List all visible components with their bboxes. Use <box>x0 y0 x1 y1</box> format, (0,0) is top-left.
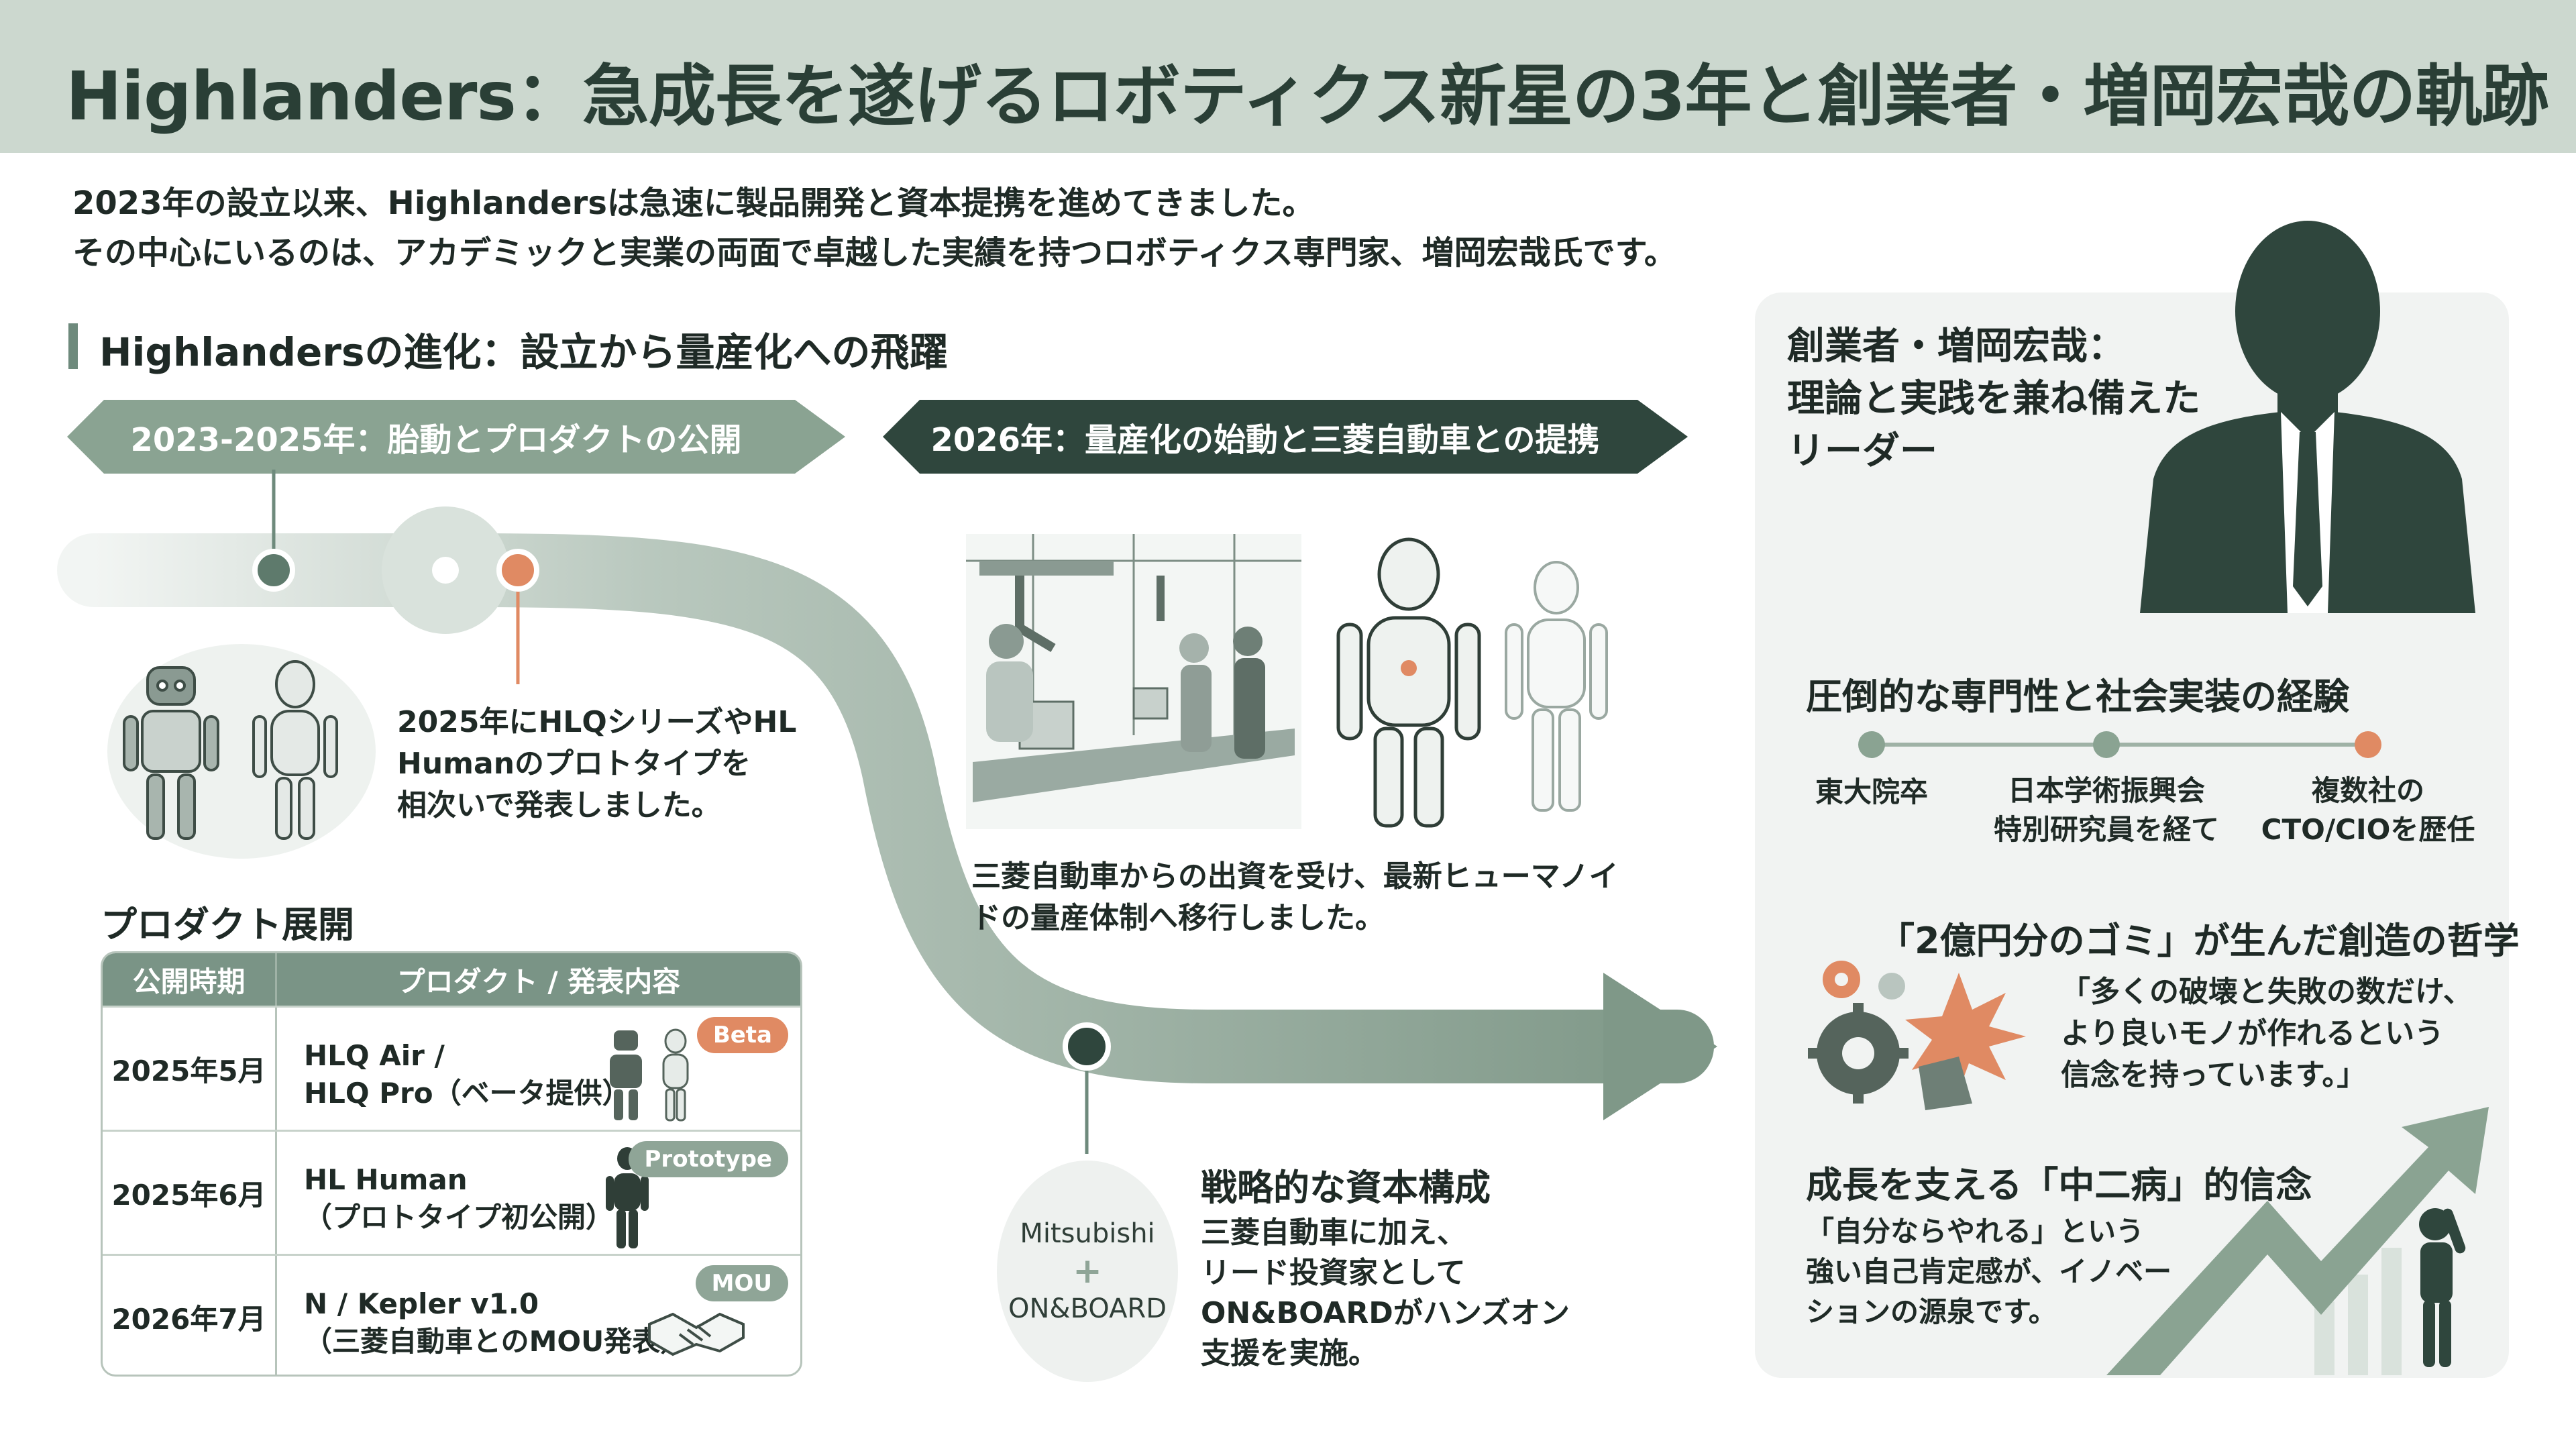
factory-illustration <box>966 534 1608 829</box>
milestone-1: 東大院卒 <box>1811 771 1932 813</box>
row-product-line-1: N / Kepler v1.0 <box>304 1287 539 1320</box>
belief-heading: 成長を支える「中二病」的信念 <box>1806 1164 2312 1206</box>
philosophy-heading: 「2億円分のゴミ」が生んだ創造の哲学 <box>1878 920 2520 962</box>
row-date: 2025年6月 <box>103 1132 277 1254</box>
founder-title-line-3: リーダー <box>1787 429 1937 473</box>
row-product: HLQ Air / HLQ Pro（ベータ提供） <box>277 1008 800 1130</box>
robots-illustration-2025 <box>107 644 376 859</box>
founder-title-line-1: 創業者・増岡宏哉： <box>1787 325 2125 368</box>
milestone-2: 日本学術振興会 特別研究員を経て <box>1972 771 2241 849</box>
philosophy-line-1: 「多くの破壊と失敗の数だけ、 <box>2061 975 2473 1009</box>
milestone-1-line-1: 東大院卒 <box>1815 775 1928 808</box>
capital-partner-2: ON&BOARD <box>1008 1293 1167 1324</box>
capital-line-1: 三菱自動車に加え、 <box>1201 1216 1466 1250</box>
note-2026: 三菱自動車からの出資を受け、最新ヒューマノイ ドの量産体制へ移行しました。 <box>971 856 1618 939</box>
capital-partner-1: Mitsubishi <box>1020 1218 1155 1249</box>
phase-1-arrow: 2023-2025年：胎動とプロダクトの公開 <box>67 400 845 474</box>
beta-badge: Beta <box>696 1017 788 1053</box>
growth-arrow-icon <box>2106 1107 2489 1375</box>
row-date: 2025年5月 <box>103 1008 277 1130</box>
capital-circle: Mitsubishi + ON&BOARD <box>997 1161 1178 1382</box>
row-product-line-2: （プロトタイプ初公開） <box>304 1201 614 1234</box>
note-2025-line-2: Humanのプロトタイプを <box>397 747 751 781</box>
column-header-product: プロダクト / 発表内容 <box>396 965 681 998</box>
row-product-line-1: HLQ Air / <box>304 1039 445 1072</box>
capital-line-2: リード投資家として <box>1201 1256 1466 1290</box>
capital-line-4: 支援を実施。 <box>1201 1336 1378 1371</box>
philosophy-line-3: 信念を持っています。」 <box>2061 1058 2367 1092</box>
row-date: 2026年7月 <box>103 1256 277 1375</box>
mou-badge: MOU <box>695 1265 788 1301</box>
note-2025-line-3: 相次いで発表しました。 <box>397 788 721 822</box>
milestone-3: 複数社の CTO/CIOを歴任 <box>2247 771 2489 849</box>
phase-1-label: 2023-2025年：胎動とプロダクトの公開 <box>130 421 742 459</box>
products-heading: プロダクト展開 <box>101 904 354 946</box>
capital-plus: + <box>1073 1251 1102 1291</box>
capital-heading: 戦略的な資本構成 <box>1201 1167 1491 1209</box>
prototype-badge: Prototype <box>628 1141 788 1177</box>
milestone-3-line-2: CTO/CIOを歴任 <box>2261 813 2475 846</box>
belief-text: 「自分ならやれる」という 強い自己肯定感が、イノベー ションの源泉です。 <box>1806 1212 2171 1332</box>
belief-line-3: ションの源泉です。 <box>1806 1295 2057 1328</box>
page-title: Highlanders：急成長を遂げるロボティクス新星の3年と創業者・増岡宏哉の… <box>66 57 2549 136</box>
belief-line-2: 強い自己肯定感が、イノベー <box>1806 1255 2172 1288</box>
phase-2-label: 2026年：量産化の始動と三菱自動車との提携 <box>930 421 1600 459</box>
founder-silhouette-icon <box>2140 221 2475 613</box>
milestone-3-line-1: 複数社の <box>2311 774 2424 807</box>
milestone-2-line-2: 特別研究員を経て <box>1993 813 2219 846</box>
capital-description: 三菱自動車に加え、 リード投資家として ON&BOARDがハンズオン 支援を実施… <box>1201 1213 1570 1374</box>
founder-title-line-2: 理論と実践を兼ね備えた <box>1787 377 2200 421</box>
row-product: HL Human （プロトタイプ初公開） <box>277 1132 800 1254</box>
row-product-line-2: （三菱自動車とのMOU発表） <box>304 1325 689 1358</box>
founder-title: 創業者・増岡宏哉： 理論と実践を兼ね備えた リーダー <box>1787 321 2200 478</box>
expertise-timeline <box>1858 731 2381 758</box>
row-product: N / Kepler v1.0 （三菱自動車とのMOU発表） <box>277 1256 800 1375</box>
column-header-date: 公開時期 <box>103 953 277 1006</box>
belief-line-1: 「自分ならやれる」という <box>1806 1215 2145 1248</box>
table-row: 2026年7月 N / Kepler v1.0 （三菱自動車とのMOU発表） M… <box>103 1254 800 1375</box>
philosophy-line-2: より良いモノが作れるという <box>2061 1016 2445 1051</box>
phase-2-arrow: 2026年：量産化の始動と三菱自動車との提携 <box>883 400 1688 474</box>
note-2025-line-1: 2025年にHLQシリーズやHL <box>397 705 797 739</box>
capital-line-3: ON&BOARDがハンズオン <box>1201 1296 1570 1330</box>
table-row: 2025年6月 HL Human （プロトタイプ初公開） Prototype <box>103 1130 800 1254</box>
note-2025: 2025年にHLQシリーズやHL Humanのプロトタイプを 相次いで発表しまし… <box>397 702 796 826</box>
philosophy-quote: 「多くの破壊と失敗の数だけ、 より良いモノが作れるという 信念を持っています。」 <box>2061 971 2473 1096</box>
note-2026-line-2: ドの量産体制へ移行しました。 <box>971 901 1385 935</box>
note-2026-line-1: 三菱自動車からの出資を受け、最新ヒューマノイ <box>971 859 1619 894</box>
intro-text: 2023年の設立以来、Highlandersは急速に製品開発と資本提携を進めてき… <box>72 178 1676 278</box>
table-row: 2025年5月 HLQ Air / HLQ Pro（ベータ提供） Beta <box>103 1006 800 1130</box>
table-header: 公開時期 プロダクト / 発表内容 <box>103 953 800 1006</box>
humanoid-icon <box>606 1147 649 1248</box>
handshake-icon <box>648 1312 745 1356</box>
intro-line-1: 2023年の設立以来、Highlandersは急速に製品開発と資本提携を進めてき… <box>72 184 1315 222</box>
products-table: 公開時期 プロダクト / 発表内容 2025年5月 HLQ Air / HLQ … <box>101 951 802 1377</box>
robot-icon <box>610 1028 689 1122</box>
header-banner: Highlanders：急成長を遂げるロボティクス新星の3年と創業者・増岡宏哉の… <box>0 0 2576 153</box>
expertise-heading: 圧倒的な専門性と社会実装の経験 <box>1806 676 2349 718</box>
intro-line-2: その中心にいるのは、アカデミックと実業の両面で卓越した実績を持つロボティクス専門… <box>72 234 1676 272</box>
gears-explosion-icon <box>1808 961 2026 1110</box>
evolution-heading: Highlandersの進化：設立から量産化への飛躍 <box>68 321 949 377</box>
row-product-line-1: HL Human <box>304 1163 468 1196</box>
row-product-line-2: HLQ Pro（ベータ提供） <box>304 1077 631 1110</box>
milestone-2-line-1: 日本学術振興会 <box>2007 774 2205 807</box>
